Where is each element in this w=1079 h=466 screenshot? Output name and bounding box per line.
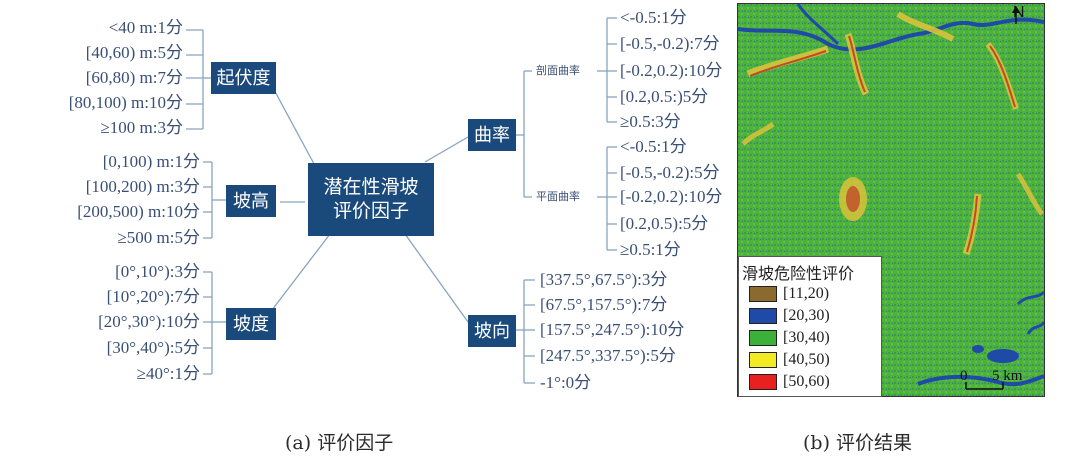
legend-label: [11,20)	[783, 285, 830, 302]
slope-item: [20°,30°):10分	[98, 312, 200, 331]
plan-curvature-item: ≥0.5:1分	[620, 240, 681, 259]
elevation-item: [200,500) m:10分	[77, 202, 200, 221]
plan-curvature-item: [0.2,0.5):5分	[620, 214, 709, 233]
slope-item: [0°,10°):3分	[115, 262, 200, 281]
relief-item: [80,100) m:10分	[68, 93, 183, 112]
hazard-map	[737, 3, 1045, 397]
aspect-item: [337.5°,67.5°):3分	[540, 270, 668, 289]
map-legend: 滑坡危险性评价 [11,20) [20,30) [30,40) [40,50) …	[738, 256, 882, 397]
center-node: 潜在性滑坡 评价因子	[308, 163, 434, 236]
legend-label: [40,50)	[783, 351, 830, 368]
profile-curvature-item: [-0.5,-0.2):7分	[620, 34, 720, 53]
elevation-item: [0,100) m:1分	[102, 152, 200, 171]
legend-label: [50,60)	[783, 373, 830, 390]
slope-item: [10°,20°):7分	[106, 287, 200, 306]
plan-curvature-label: 平面曲率	[536, 190, 580, 203]
profile-curvature-item: [-0.2,0.2):10分	[620, 61, 723, 80]
aspect-item: -1°:0分	[540, 373, 592, 392]
category-slope: 坡度	[226, 308, 276, 340]
hazard-map-image	[738, 4, 1044, 396]
category-curvature: 曲率	[468, 119, 516, 151]
plan-curvature-item: [-0.2,0.2):10分	[620, 187, 723, 206]
legend-swatch	[749, 308, 777, 324]
legend-item: [20,30)	[749, 306, 830, 326]
legend-item: [40,50)	[749, 350, 830, 370]
profile-curvature-item: ≥0.5:3分	[620, 112, 681, 131]
legend-item: [30,40)	[749, 328, 830, 348]
legend-swatch	[749, 374, 777, 390]
slope-item: [30°,40°):5分	[106, 338, 200, 357]
caption-b: (b) 评价结果	[803, 432, 913, 454]
elevation-item: ≥500 m:5分	[117, 228, 200, 247]
elevation-item: [100,200) m:3分	[85, 177, 200, 196]
slope-item: ≥40°:1分	[136, 364, 200, 383]
relief-item: <40 m:1分	[108, 18, 183, 37]
plan-curvature-item: <-0.5:1分	[620, 137, 687, 156]
legend-title: 滑坡危险性评价	[742, 264, 855, 283]
scale-bar-label: 5 km	[992, 368, 1023, 384]
aspect-item: [247.5°,337.5°):5分	[540, 346, 676, 365]
legend-swatch	[749, 330, 777, 346]
north-arrow-label: N	[1013, 4, 1025, 21]
legend-swatch	[749, 352, 777, 368]
profile-curvature-item: <-0.5:1分	[620, 8, 687, 27]
legend-item: [11,20)	[749, 284, 829, 304]
aspect-item: [157.5°,247.5°):10分	[540, 320, 685, 339]
legend-label: [20,30)	[783, 307, 830, 324]
aspect-item: [67.5°,157.5°):7分	[540, 295, 668, 314]
profile-curvature-label: 剖面曲率	[536, 64, 580, 77]
plan-curvature-item: [-0.5,-0.2):5分	[620, 163, 720, 182]
relief-item: ≥100 m:3分	[100, 118, 183, 137]
center-node-line2: 评价因子	[332, 200, 409, 222]
relief-item: [40,60) m:5分	[85, 43, 183, 62]
category-elevation: 坡高	[226, 185, 276, 217]
legend-item: [50,60)	[749, 372, 830, 392]
scale-zero-label: 0	[960, 368, 968, 384]
profile-curvature-item: [0.2,0.5:)5分	[620, 87, 709, 106]
category-aspect: 坡向	[468, 315, 516, 347]
center-node-line1: 潜在性滑坡	[323, 176, 419, 198]
category-relief: 起伏度	[211, 62, 276, 94]
legend-swatch	[749, 286, 777, 302]
relief-item: [60,80) m:7分	[85, 68, 183, 87]
caption-a: (a) 评价因子	[285, 432, 394, 454]
legend-label: [30,40)	[783, 329, 830, 346]
